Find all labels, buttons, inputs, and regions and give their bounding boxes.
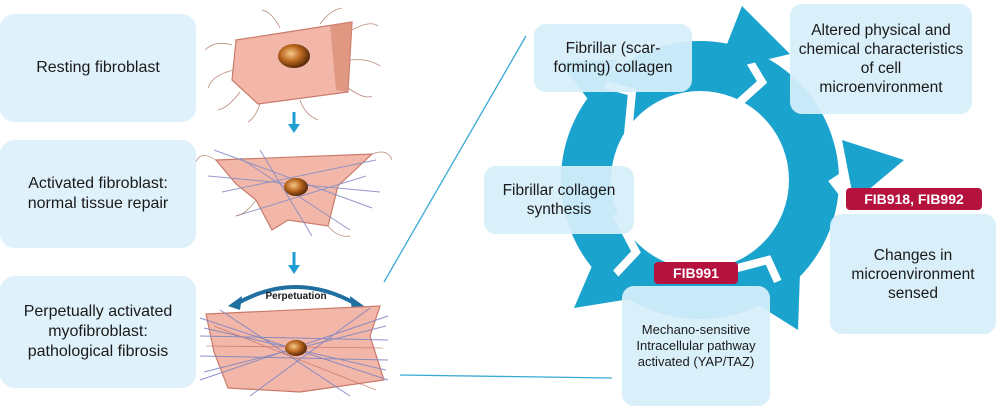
stage-myofibroblast-box: Perpetually activated myofibroblast: pat… [0, 276, 196, 388]
cycle-step-mechanosensitive-pathway: Mechano-sensitive Intracellular pathway … [622, 286, 770, 406]
connector-line-bottom [399, 374, 613, 379]
cycle-arrowhead [842, 140, 904, 202]
myofibroblast-nucleus [285, 340, 307, 356]
stage-resting-box: Resting fibroblast [0, 14, 196, 122]
cycle-arrowhead [574, 252, 636, 308]
cycle-step-altered-microenvironment: Altered physical and chemical characteri… [790, 4, 972, 114]
myofibroblast-illustration [199, 305, 389, 397]
stage-resting-label: Resting fibroblast [36, 59, 160, 76]
tag-fib991: FIB991 [654, 262, 738, 284]
connector-line-top [383, 35, 527, 283]
activated-fibroblast-illustration [195, 149, 393, 237]
cycle-step-label: Altered physical and chemical characteri… [798, 22, 964, 96]
resting-nucleus [278, 44, 310, 68]
cycle-step-label: Fibrillar collagen synthesis [502, 182, 616, 218]
stage-myofibroblast-label: Perpetually activated myofibroblast: pat… [23, 303, 173, 360]
cycle-arrowhead [744, 272, 800, 330]
cycle-step-changes-sensed: Changes in microenvironment sensed [830, 214, 996, 334]
stage-activated-label: Activated fibroblast: normal tissue repa… [27, 175, 169, 212]
down-arrow-icon [288, 112, 300, 133]
down-arrow-icon [288, 252, 300, 274]
cycle-step-label: Mechano-sensitive Intracellular pathway … [636, 322, 756, 369]
perpetuation-label: Perpetuation [265, 291, 327, 302]
stage-activated-box: Activated fibroblast: normal tissue repa… [0, 140, 196, 248]
cycle-step-fibrillar-collagen: Fibrillar (scar-forming) collagen [534, 24, 692, 92]
cycle-step-label: Fibrillar (scar-forming) collagen [553, 40, 673, 76]
cycle-step-label: Changes in microenvironment sensed [851, 246, 975, 302]
resting-fibroblast-illustration [204, 7, 381, 123]
cycle-step-collagen-synthesis: Fibrillar collagen synthesis [484, 166, 634, 234]
activated-nucleus [284, 178, 308, 196]
tag-fib918-fib992: FIB918, FIB992 [846, 188, 982, 210]
cycle-arrowhead [716, 6, 790, 72]
